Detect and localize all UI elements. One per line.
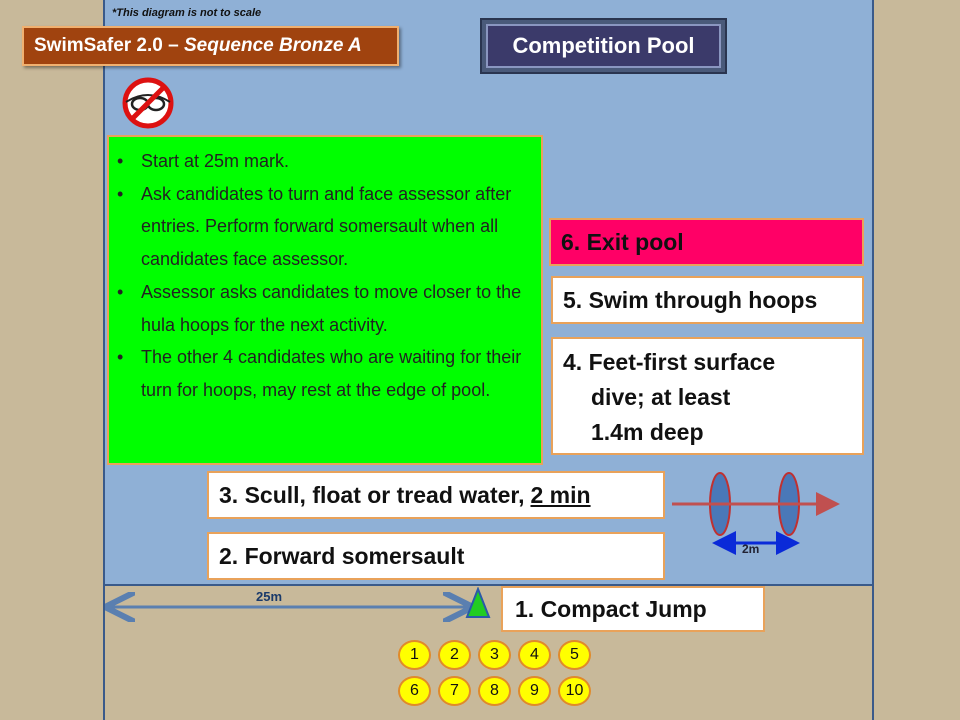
pool-deck-right bbox=[872, 0, 960, 720]
instruction-item: •The other 4 candidates who are waiting … bbox=[117, 347, 522, 400]
candidate-marker: 5 bbox=[558, 640, 591, 670]
hoops-diagram bbox=[672, 472, 840, 555]
candidate-marker: 3 bbox=[478, 640, 511, 670]
step-scull-float: 3. Scull, float or tread water,2 min bbox=[207, 471, 665, 519]
candidate-marker: 1 bbox=[398, 640, 431, 670]
candidate-marker: 10 bbox=[558, 676, 591, 706]
instruction-item: •Ask candidates to turn and face assesso… bbox=[117, 183, 512, 270]
step-swim-through-hoops: 5. Swim through hoops bbox=[551, 276, 864, 324]
candidate-marker: 9 bbox=[518, 676, 551, 706]
cone-marker-icon bbox=[465, 587, 491, 618]
title-italic: Sequence Bronze A bbox=[183, 35, 362, 56]
step-compact-jump: 1. Compact Jump bbox=[501, 586, 765, 632]
step-4-line-3: 1.4m deep bbox=[591, 419, 704, 445]
instructions-box: •Start at 25m mark. •Ask candidates to t… bbox=[107, 135, 543, 465]
candidate-marker: 6 bbox=[398, 676, 431, 706]
distance-25m-label: 25m bbox=[256, 589, 283, 604]
pool-title: Competition Pool bbox=[480, 18, 727, 74]
candidate-marker: 4 bbox=[518, 640, 551, 670]
candidate-marker: 8 bbox=[478, 676, 511, 706]
no-goggles-icon bbox=[122, 77, 174, 129]
step-3-text: 3. Scull, float or tread water, bbox=[219, 481, 525, 508]
step-surface-dive: 4. Feet-first surface dive; at least 1.4… bbox=[551, 337, 864, 455]
step-forward-somersault: 2. Forward somersault bbox=[207, 532, 665, 580]
hoop-distance-label: 2m bbox=[742, 542, 760, 556]
sequence-title: SwimSafer 2.0 – Sequence Bronze A bbox=[22, 26, 399, 66]
distance-25m-arrow bbox=[105, 592, 475, 624]
scale-note: *This diagram is not to scale bbox=[112, 7, 262, 19]
step-exit-pool: 6. Exit pool bbox=[549, 218, 864, 266]
title-main: SwimSafer 2.0 – bbox=[34, 35, 184, 56]
instruction-item: •Start at 25m mark. bbox=[117, 151, 290, 171]
step-3-duration: 2 min bbox=[530, 481, 591, 508]
pool-deck-left bbox=[0, 0, 105, 720]
candidate-marker: 7 bbox=[438, 676, 471, 706]
pool-title-text: Competition Pool bbox=[486, 24, 721, 68]
step-4-line-1: 4. Feet-first surface bbox=[563, 349, 776, 375]
candidate-marker: 2 bbox=[438, 640, 471, 670]
instruction-item: •Assessor asks candidates to move closer… bbox=[117, 281, 522, 335]
step-4-line-2: dive; at least bbox=[591, 384, 731, 410]
